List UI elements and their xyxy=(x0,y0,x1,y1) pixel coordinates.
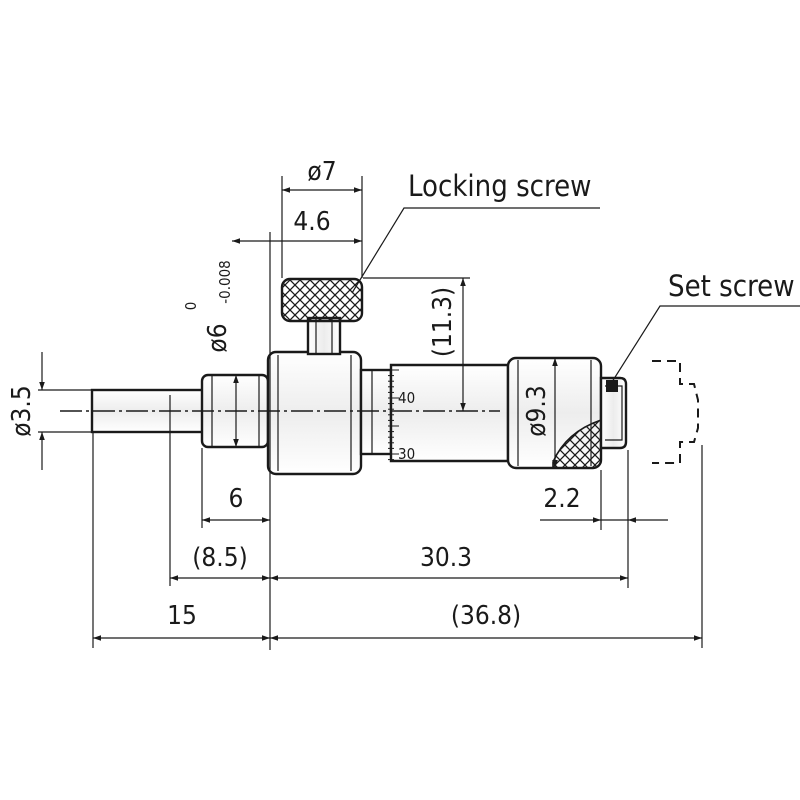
scale-mark-30: 30 xyxy=(398,445,415,463)
dim-mount-tol-lower: -0.008 xyxy=(216,260,234,304)
sleeve xyxy=(359,368,393,456)
main-body xyxy=(266,350,363,476)
thimble-scale: 40 30 xyxy=(388,369,415,463)
dim-body-length: 30.3 xyxy=(420,543,472,573)
dim-spindle-to-mount: (8.5) xyxy=(192,543,247,573)
set-screw-head xyxy=(606,380,618,392)
dimension-lines xyxy=(38,176,800,650)
dim-knob-diameter: ø7 xyxy=(307,157,336,187)
scale-mark-40: 40 xyxy=(398,389,415,407)
locking-screw-neck xyxy=(306,316,342,356)
callouts: Locking screw Set screw xyxy=(408,169,795,303)
part-outline xyxy=(60,277,699,476)
set-screw-leader xyxy=(611,305,800,383)
hidden-drive-outline xyxy=(652,360,699,464)
dim-spindle-diameter: ø3.5 xyxy=(7,385,37,437)
dim-knob-offset: 4.6 xyxy=(293,207,330,237)
locking-screw-leader xyxy=(351,207,600,294)
dim-mount-tol-upper: 0 xyxy=(182,302,200,311)
dim-set-screw-length: 2.2 xyxy=(543,484,580,514)
dim-mount-length: 6 xyxy=(229,484,244,514)
ratchet-cap xyxy=(599,376,628,450)
dimension-labels: ø7 4.6 ø3.5 ø6 0 -0.008 (11.3) ø9.3 6 2.… xyxy=(7,157,581,631)
callout-locking-screw: Locking screw xyxy=(408,169,592,203)
dim-mount-diameter: ø6 xyxy=(203,323,233,352)
dim-spindle-length: 15 xyxy=(167,601,197,631)
dim-thimble-diameter: ø9.3 xyxy=(522,385,552,437)
dim-knob-height: (11.3) xyxy=(428,287,458,357)
callout-set-screw: Set screw xyxy=(668,269,795,303)
dim-overall-length: (36.8) xyxy=(451,601,521,631)
locking-screw-knob xyxy=(280,277,364,323)
